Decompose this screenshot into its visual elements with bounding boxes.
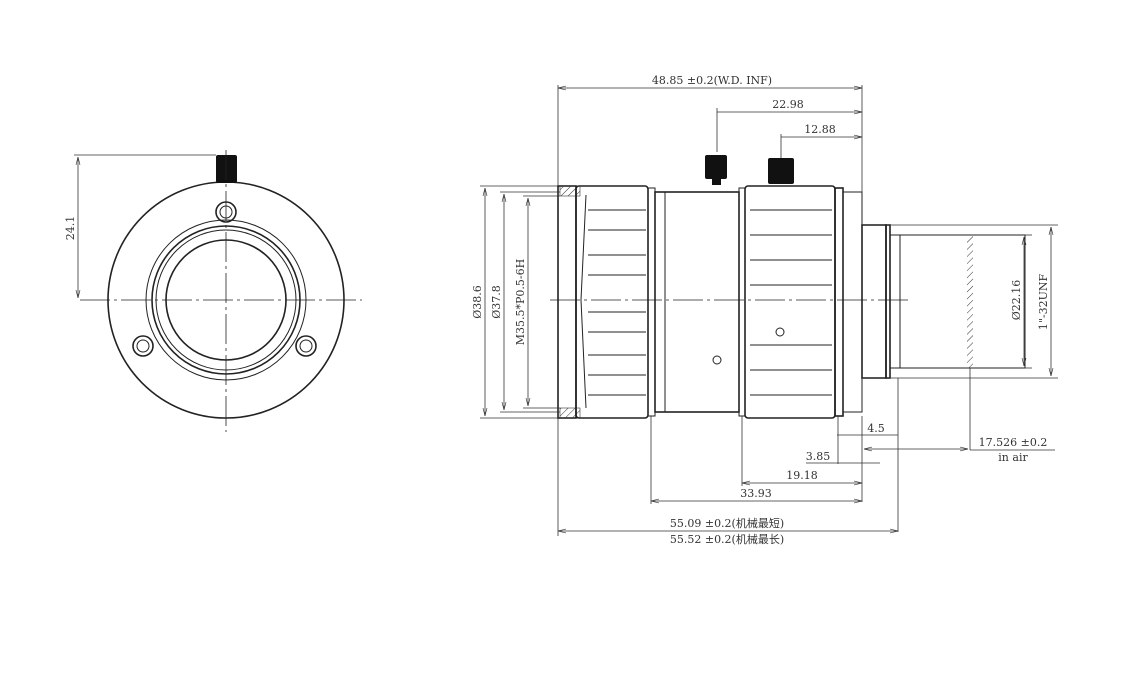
dim-len-min: 55.09 ±0.2(机械最短)	[670, 516, 784, 530]
dim-22-16: Ø22.16	[1010, 280, 1023, 321]
dim-19-18: 19.18	[786, 469, 818, 482]
side-view: 48.85 ±0.2(W.D. INF) 22.98 12.88 Ø38.6 Ø…	[471, 74, 1058, 546]
dim-37-8: Ø37.8	[490, 285, 503, 319]
dim-len-max: 55.52 ±0.2(机械最长)	[670, 532, 784, 546]
screw-hole-icon	[295, 335, 317, 357]
lock-screw-icon	[705, 155, 727, 179]
zoom-ring-grip	[750, 209, 832, 396]
lock-screw-icon	[768, 158, 794, 184]
dim-38-6: Ø38.6	[471, 285, 484, 319]
dim-3-85: 3.85	[806, 450, 831, 463]
dim-33-93: 33.93	[740, 487, 772, 500]
dim-22-98: 22.98	[772, 98, 804, 111]
front-view: 24.1	[64, 150, 362, 432]
dim-back-focus: 17.526 ±0.2	[979, 436, 1048, 449]
dim-4-5: 4.5	[867, 422, 885, 435]
lock-screw-icon	[216, 155, 237, 183]
dim-wd: 48.85 ±0.2(W.D. INF)	[652, 74, 772, 87]
screw-hole-icon	[132, 335, 154, 357]
back-focus-note: in air	[998, 451, 1028, 464]
dim-24-1: 24.1	[64, 216, 77, 241]
dim-mount-thread: 1"-32UNF	[1037, 273, 1050, 330]
dim-filter-thread: M35.5*P0.5-6H	[514, 259, 527, 345]
focus-ring-grip	[588, 209, 646, 396]
dim-12-88: 12.88	[804, 123, 836, 136]
